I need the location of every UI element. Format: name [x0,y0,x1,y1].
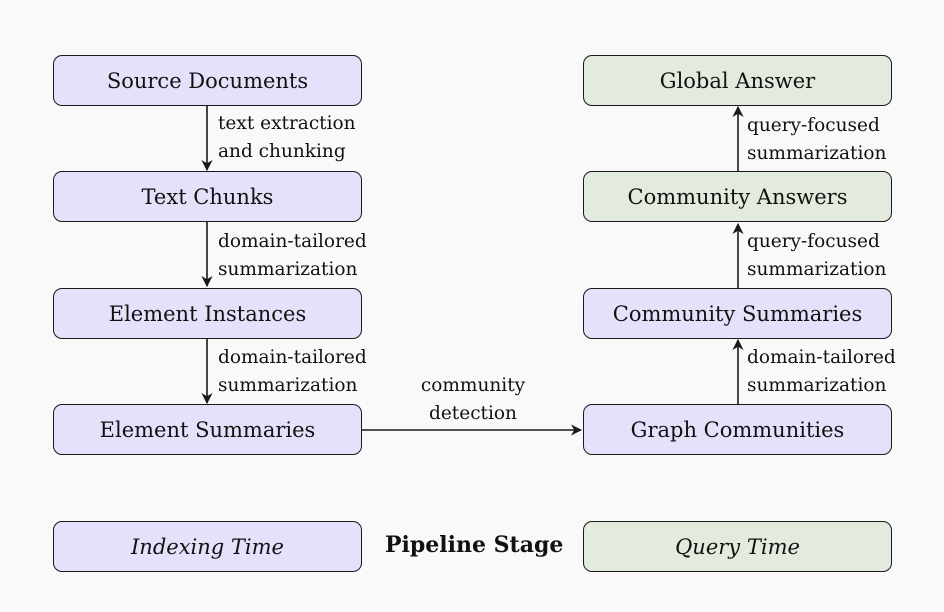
community-answers-box: Community Answers [583,171,892,222]
edge-label-line: detection [429,403,517,424]
edge-label-line: query-focused [747,231,880,252]
element-instances-box: Element Instances [53,288,362,339]
edge-label-line: summarization [218,259,358,280]
edge-label-line: community [420,375,526,396]
text-chunks-box: Text Chunks [53,171,362,222]
community-summaries-box: Community Summaries [583,288,892,339]
legend-query-time: Query Time [583,521,892,572]
edge-label-community-detection: community detection [391,372,555,428]
edge-label-domain-tailored-3: domain-tailored summarization [747,344,896,400]
edge-label-line: domain-tailored [218,347,367,368]
edge-label-line: summarization [218,375,358,396]
edge-label-domain-tailored-1: domain-tailored summarization [218,228,367,284]
edge-label-query-focused-1: query-focused summarization [747,112,886,168]
edge-label-line: summarization [747,375,887,396]
edge-label-query-focused-2: query-focused summarization [747,228,886,284]
edge-label-line: domain-tailored [747,347,896,368]
source-documents-box: Source Documents [53,55,362,106]
global-answer-box: Global Answer [583,55,892,106]
legend-pipeline-stage: Pipeline Stage [385,532,564,558]
edge-label-line: query-focused [747,115,880,136]
legend-indexing-time: Indexing Time [53,521,362,572]
edge-label-text-extraction: text extraction and chunking [218,110,356,166]
edge-label-line: summarization [747,259,887,280]
edge-label-line: domain-tailored [218,231,367,252]
element-summaries-box: Element Summaries [53,404,362,455]
graph-communities-box: Graph Communities [583,404,892,455]
edge-label-line: text extraction [218,113,356,134]
edge-label-line: and chunking [218,141,346,162]
edge-label-domain-tailored-2: domain-tailored summarization [218,344,367,400]
edge-label-line: summarization [747,143,887,164]
